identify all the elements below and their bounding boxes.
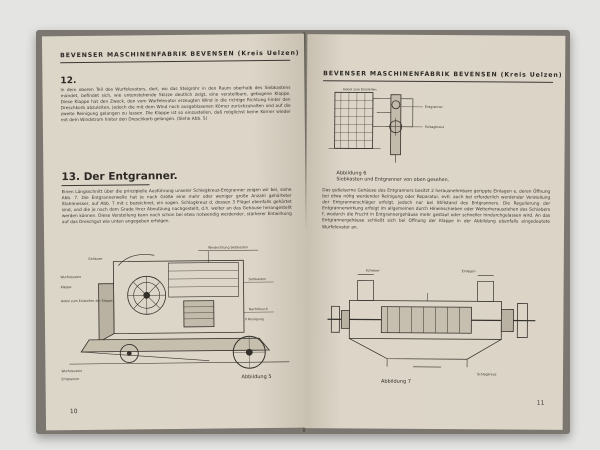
right-page-body-text: Das gußeiserne Gehäuse des Entgranners b… xyxy=(322,188,551,231)
left-page-number: 10 xyxy=(69,408,78,416)
fig5-label-klappe: Klappe xyxy=(61,285,72,289)
fig5-label-windrichtung: Windrichtung Siebkasten xyxy=(208,245,248,249)
section-13-heading: 13. Der Entgranner. xyxy=(61,169,178,184)
fig5-label-siebkasten: Siebkasten xyxy=(248,277,266,281)
figure-6-subcaption: Siebkasten und Entgranner von oben geseh… xyxy=(336,177,450,184)
figure-6-caption: Abbildung 6 xyxy=(336,170,367,177)
fig7-label-einlagen: Einlagen xyxy=(462,269,476,273)
header-rule xyxy=(60,59,291,64)
fig5-label-gehaeuse: Gehäuse xyxy=(88,257,102,261)
right-page-header: BEVENSER MASCHINENFABRIK BEVENSEN (Kreis… xyxy=(323,70,563,79)
figure-6-drawing: Hebel zum Einstellen Entgranner Schlagkr… xyxy=(328,87,445,163)
fig7-label-schlagkreuz: Schlagkreuz xyxy=(477,372,497,376)
fig5-label-wurfelevator: Wurfelevator xyxy=(60,275,81,279)
fig5-label-entgranner: Entgranner xyxy=(62,377,81,381)
fig6-label-schlagkreuz: Schlagkreuz xyxy=(425,125,445,129)
figure-7-caption: Abbildung 7 xyxy=(380,378,411,385)
fig6-label-hebel: Hebel zum Einstellen xyxy=(343,87,377,91)
right-page-number: 11 xyxy=(536,399,545,407)
figure-7-drawing: Schieber Einlagen Schlagkreuz xyxy=(327,269,536,376)
fig5-label-nachdrusch: Nachdrusch xyxy=(249,307,268,311)
left-page: BEVENSER MASCHINENFABRIK BEVENSEN (Kreis… xyxy=(41,33,309,431)
fig5-label-wurfelevator-2: Wurfelevator xyxy=(61,369,82,373)
heading-underline xyxy=(61,184,150,187)
booklet: BEVENSER MASCHINENFABRIK BEVENSEN (Kreis… xyxy=(36,30,570,434)
fig5-label-reinigung: II Reinigung xyxy=(245,317,264,321)
fig6-label-entgranner: Entgranner xyxy=(425,105,444,109)
figure-5-caption: Abbildung 5 xyxy=(241,373,272,381)
fig5-label-hebel: Hebel zum Einstellen der Klappe xyxy=(61,299,113,304)
header-rule xyxy=(323,80,554,83)
left-page-header: BEVENSER MASCHINENFABRIK BEVENSEN (Kreis… xyxy=(60,49,300,60)
section-12-text: In dem oberen Teil des Wurfelevators, do… xyxy=(60,85,291,124)
section-13-text: Einen Längsschnitt über die prinzipielle… xyxy=(61,187,292,226)
section-12-number: 12. xyxy=(60,76,77,87)
fig7-label-schieber: Schieber xyxy=(366,269,381,273)
right-page: BEVENSER MASCHINENFABRIK BEVENSEN (Kreis… xyxy=(304,34,566,430)
figure-5-drawing: Windrichtung Siebkasten Gehäuse Wurfelev… xyxy=(60,245,290,381)
